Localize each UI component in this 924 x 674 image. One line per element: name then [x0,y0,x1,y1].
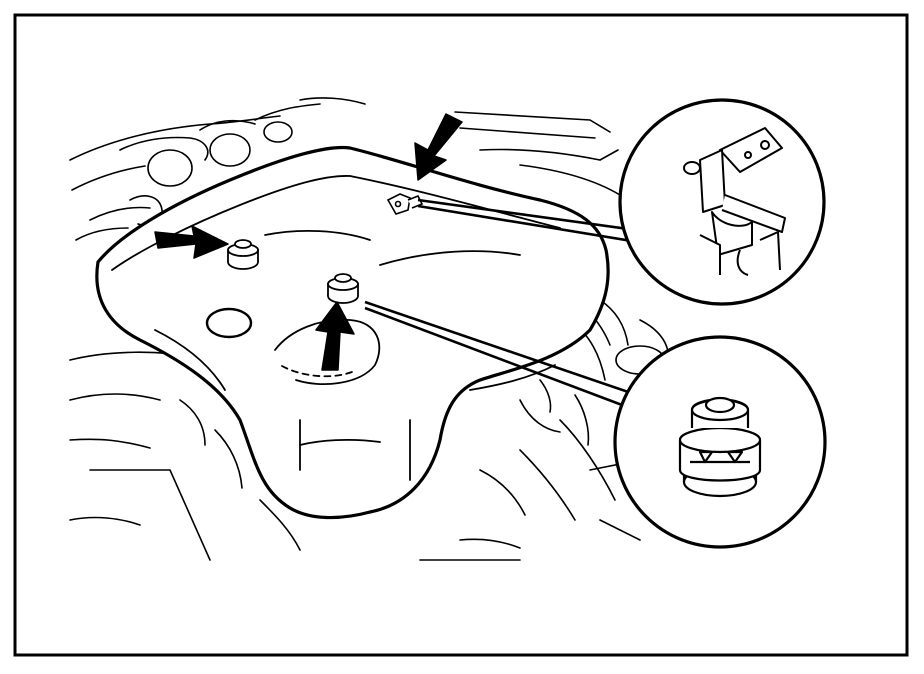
bracket-detail-callout [618,98,826,306]
arrow-center-fastener [315,301,355,371]
leader-line-clip-2 [364,306,631,410]
push-clip-fastener-left [227,239,259,270]
arrow-pointer-icon [315,301,355,371]
push-clip-fastener-center [327,273,359,304]
engine-bay-background [69,97,669,561]
clip-detail-callout [613,335,827,549]
leader-line-bracket [417,198,651,234]
engine-cover-details [111,175,561,481]
leader-line-bracket-2 [417,204,651,246]
arrow-top-center [414,113,463,181]
arrow-pointer-icon [154,225,229,259]
push-clip-fastener-icon [678,396,762,498]
arrow-left-fastener [154,225,229,259]
hinge-bracket-detail-icon [683,127,786,276]
leader-line-clip [364,300,638,397]
arrow-pointer-icon [414,113,463,181]
leader-lines [364,198,651,410]
figure-frame [13,13,909,657]
